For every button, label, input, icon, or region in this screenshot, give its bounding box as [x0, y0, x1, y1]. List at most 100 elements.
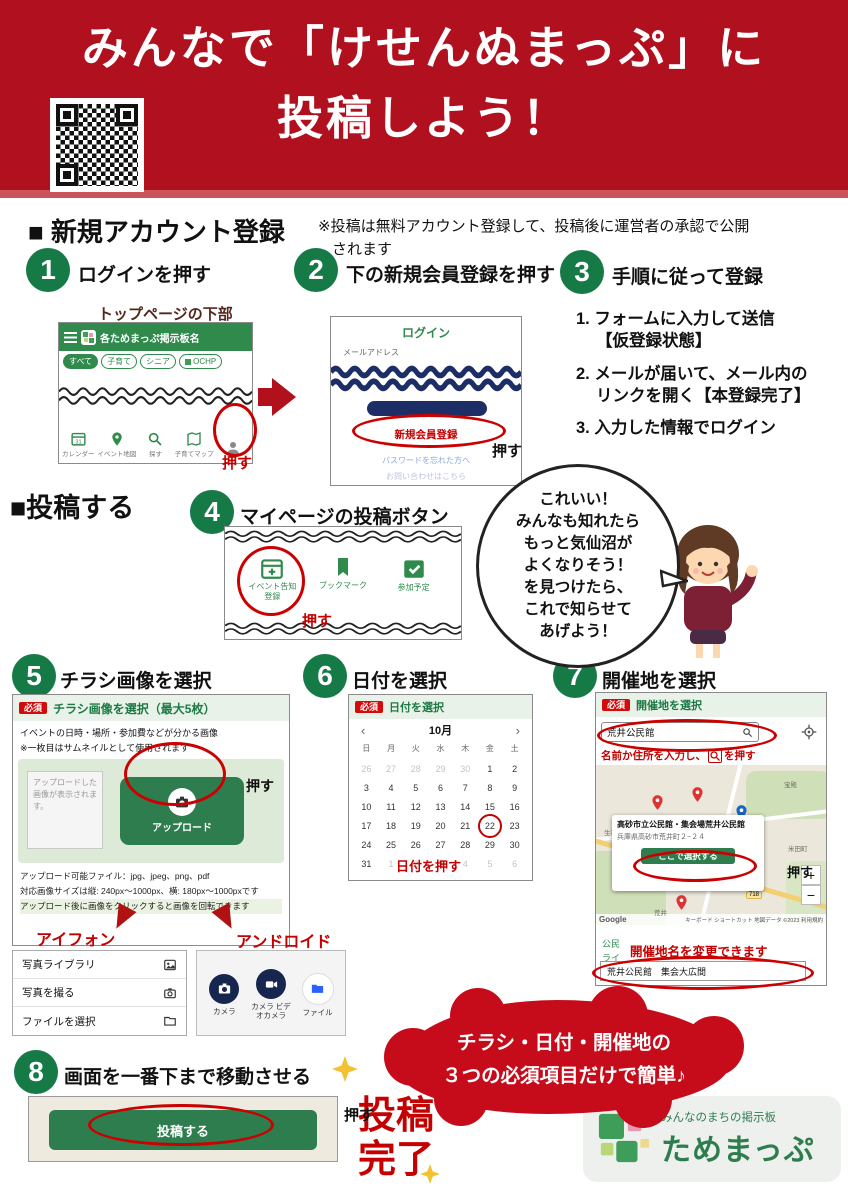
calendar-day[interactable]: 17: [361, 820, 372, 831]
calendar-day[interactable]: 25: [386, 839, 397, 850]
calendar-day[interactable]: 5: [487, 858, 493, 869]
android-item-camera[interactable]: カメラ: [201, 971, 248, 1016]
route-badge: 718: [746, 891, 763, 899]
calendar-day[interactable]: 28: [410, 763, 421, 774]
iphone-menu-item-take-photo[interactable]: 写真を撮る: [13, 979, 186, 1007]
calendar-day[interactable]: 8: [487, 782, 493, 793]
filter-chip-ochp[interactable]: OCHP: [179, 354, 223, 369]
submit-button[interactable]: 投稿する: [49, 1110, 317, 1150]
step-number-8: 8: [14, 1050, 58, 1094]
register-link[interactable]: 新規会員登録: [394, 429, 458, 441]
calendar-day[interactable]: 13: [435, 801, 446, 812]
action-attending[interactable]: 参加予定: [381, 555, 447, 602]
calendar-day[interactable]: 18: [386, 820, 397, 831]
nav-item-login[interactable]: [213, 439, 252, 458]
folder-icon: [301, 972, 334, 1005]
register-note-line2: されます: [332, 240, 393, 258]
calendar-day[interactable]: 15: [484, 801, 495, 812]
filter-chip-kosodate[interactable]: 子育て: [101, 354, 138, 369]
bookmark-icon: [337, 558, 348, 576]
required-badge: 必須: [602, 698, 631, 712]
calendar-day[interactable]: 23: [509, 820, 520, 831]
panel-title: チラシ画像を選択（最大5枚）: [53, 701, 216, 716]
filter-chip-senior[interactable]: シニア: [140, 354, 177, 369]
calendar-day[interactable]: 12: [410, 801, 421, 812]
zoom-in-button[interactable]: +: [801, 865, 821, 885]
calendar-day[interactable]: 26: [361, 763, 372, 774]
map-area[interactable]: 生石神社 宝殿 米田町 荒井 718 高砂市立公民館・集会場荒井公民館 兵庫県高…: [596, 765, 826, 925]
bubble-line: を見つけたら、: [523, 579, 633, 596]
action-event-register[interactable]: イベント告知登録: [239, 555, 305, 602]
calendar-day[interactable]: 4: [462, 858, 468, 869]
calendar-day[interactable]: 20: [435, 820, 446, 831]
filter-chip-all[interactable]: すべて: [63, 354, 99, 369]
calendar-day[interactable]: 28: [460, 839, 471, 850]
contact-link[interactable]: お問い合わせはこちら: [386, 472, 466, 481]
calendar-day[interactable]: 5: [413, 782, 419, 793]
venue-name-field[interactable]: 荒井公民館 集会大広間: [600, 961, 806, 981]
upload-info3: アップロード後に画像をクリックすると画像を回転できます: [20, 898, 282, 914]
calendar-day[interactable]: 9: [512, 782, 518, 793]
step3-line: 【仮登録状態】: [596, 332, 712, 351]
forgot-password-link[interactable]: パスワードを忘れた方へ: [382, 456, 470, 465]
calendar-day[interactable]: 3: [437, 858, 443, 869]
calendar-day[interactable]: 10: [361, 801, 372, 812]
iphone-menu-item-choose-file[interactable]: ファイルを選択: [13, 1007, 186, 1035]
calendar-day[interactable]: 21: [460, 820, 471, 831]
calendar-day[interactable]: 2: [413, 858, 419, 869]
calendar-day[interactable]: 14: [460, 801, 471, 812]
screenshot-venue-picker: 必須 開催地を選択 荒井公民館 名前か住所を入力し、 を押す 生石神社 宝殿 米…: [595, 692, 827, 986]
calendar-day[interactable]: 1: [388, 858, 394, 869]
step-number-1: 1: [26, 248, 70, 292]
android-item-camcorder[interactable]: カメラ ビデオカメラ: [248, 966, 295, 1020]
calendar-day[interactable]: 29: [435, 763, 446, 774]
menu-item-label: カメラ ビデオカメラ: [251, 1002, 291, 1020]
zoom-out-button[interactable]: −: [801, 885, 821, 905]
hamburger-menu-icon[interactable]: [64, 331, 77, 343]
nav-item-search[interactable]: 探す: [136, 431, 175, 458]
nav-item-kosodate-map[interactable]: 子育てマップ: [175, 431, 214, 458]
calendar-day[interactable]: 19: [410, 820, 421, 831]
calendar-day[interactable]: 1: [487, 763, 493, 774]
prev-month-button[interactable]: ‹: [361, 722, 366, 738]
action-label: ブックマーク: [318, 581, 367, 590]
step3-line: リンクを開く【本登録完了】: [596, 386, 811, 405]
login-button-partial[interactable]: [367, 401, 487, 416]
locate-me-icon[interactable]: [801, 724, 817, 740]
search-icon[interactable]: [742, 727, 753, 738]
upload-button[interactable]: アップロード: [120, 777, 244, 845]
calendar-day[interactable]: 7: [462, 782, 468, 793]
calendar-day[interactable]: 26: [410, 839, 421, 850]
step1-label: ログインを押す: [78, 265, 212, 286]
calendar-plus-icon: [261, 559, 284, 579]
step-number-5: 5: [12, 654, 56, 698]
calendar-day[interactable]: 2: [512, 763, 518, 774]
venue-search-input[interactable]: 荒井公民館: [601, 722, 759, 742]
nav-item-calendar[interactable]: 31 カレンダー: [59, 430, 98, 458]
calendar-day[interactable]: 3: [363, 782, 369, 793]
calendar-day[interactable]: 29: [484, 839, 495, 850]
iphone-menu-item-photo-library[interactable]: 写真ライブラリ: [13, 951, 186, 979]
android-item-files[interactable]: ファイル: [294, 970, 341, 1017]
calendar-day[interactable]: 4: [388, 782, 394, 793]
next-month-button[interactable]: ›: [515, 722, 520, 738]
calendar-day[interactable]: 6: [437, 782, 443, 793]
calendar-day[interactable]: 11: [386, 801, 396, 812]
calendar-day[interactable]: 31: [361, 858, 372, 869]
calendar-day[interactable]: 16: [509, 801, 520, 812]
step6-hint-label: 日付を押す: [396, 859, 462, 874]
background-fragment: 公民: [602, 939, 621, 949]
action-bookmark[interactable]: ブックマーク: [310, 555, 376, 602]
select-here-button[interactable]: ここで選択する: [641, 848, 735, 865]
calendar-day[interactable]: 22: [477, 813, 503, 838]
nav-item-event-map[interactable]: イベント地図: [97, 431, 136, 458]
calendar-day[interactable]: 27: [435, 839, 446, 850]
calendar-day[interactable]: 27: [386, 763, 397, 774]
calendar-day[interactable]: 30: [460, 763, 471, 774]
step3-label: 手順に従って登録: [612, 267, 764, 288]
tear-wave-navy: [331, 365, 521, 393]
screenshot-flyer-upload: 必須 チラシ画像を選択（最大5枚） イベントの日時・場所・参加費などが分かる画像…: [12, 694, 290, 946]
calendar-day[interactable]: 24: [361, 839, 372, 850]
calendar-day[interactable]: 6: [512, 858, 518, 869]
calendar-day[interactable]: 30: [509, 839, 520, 850]
